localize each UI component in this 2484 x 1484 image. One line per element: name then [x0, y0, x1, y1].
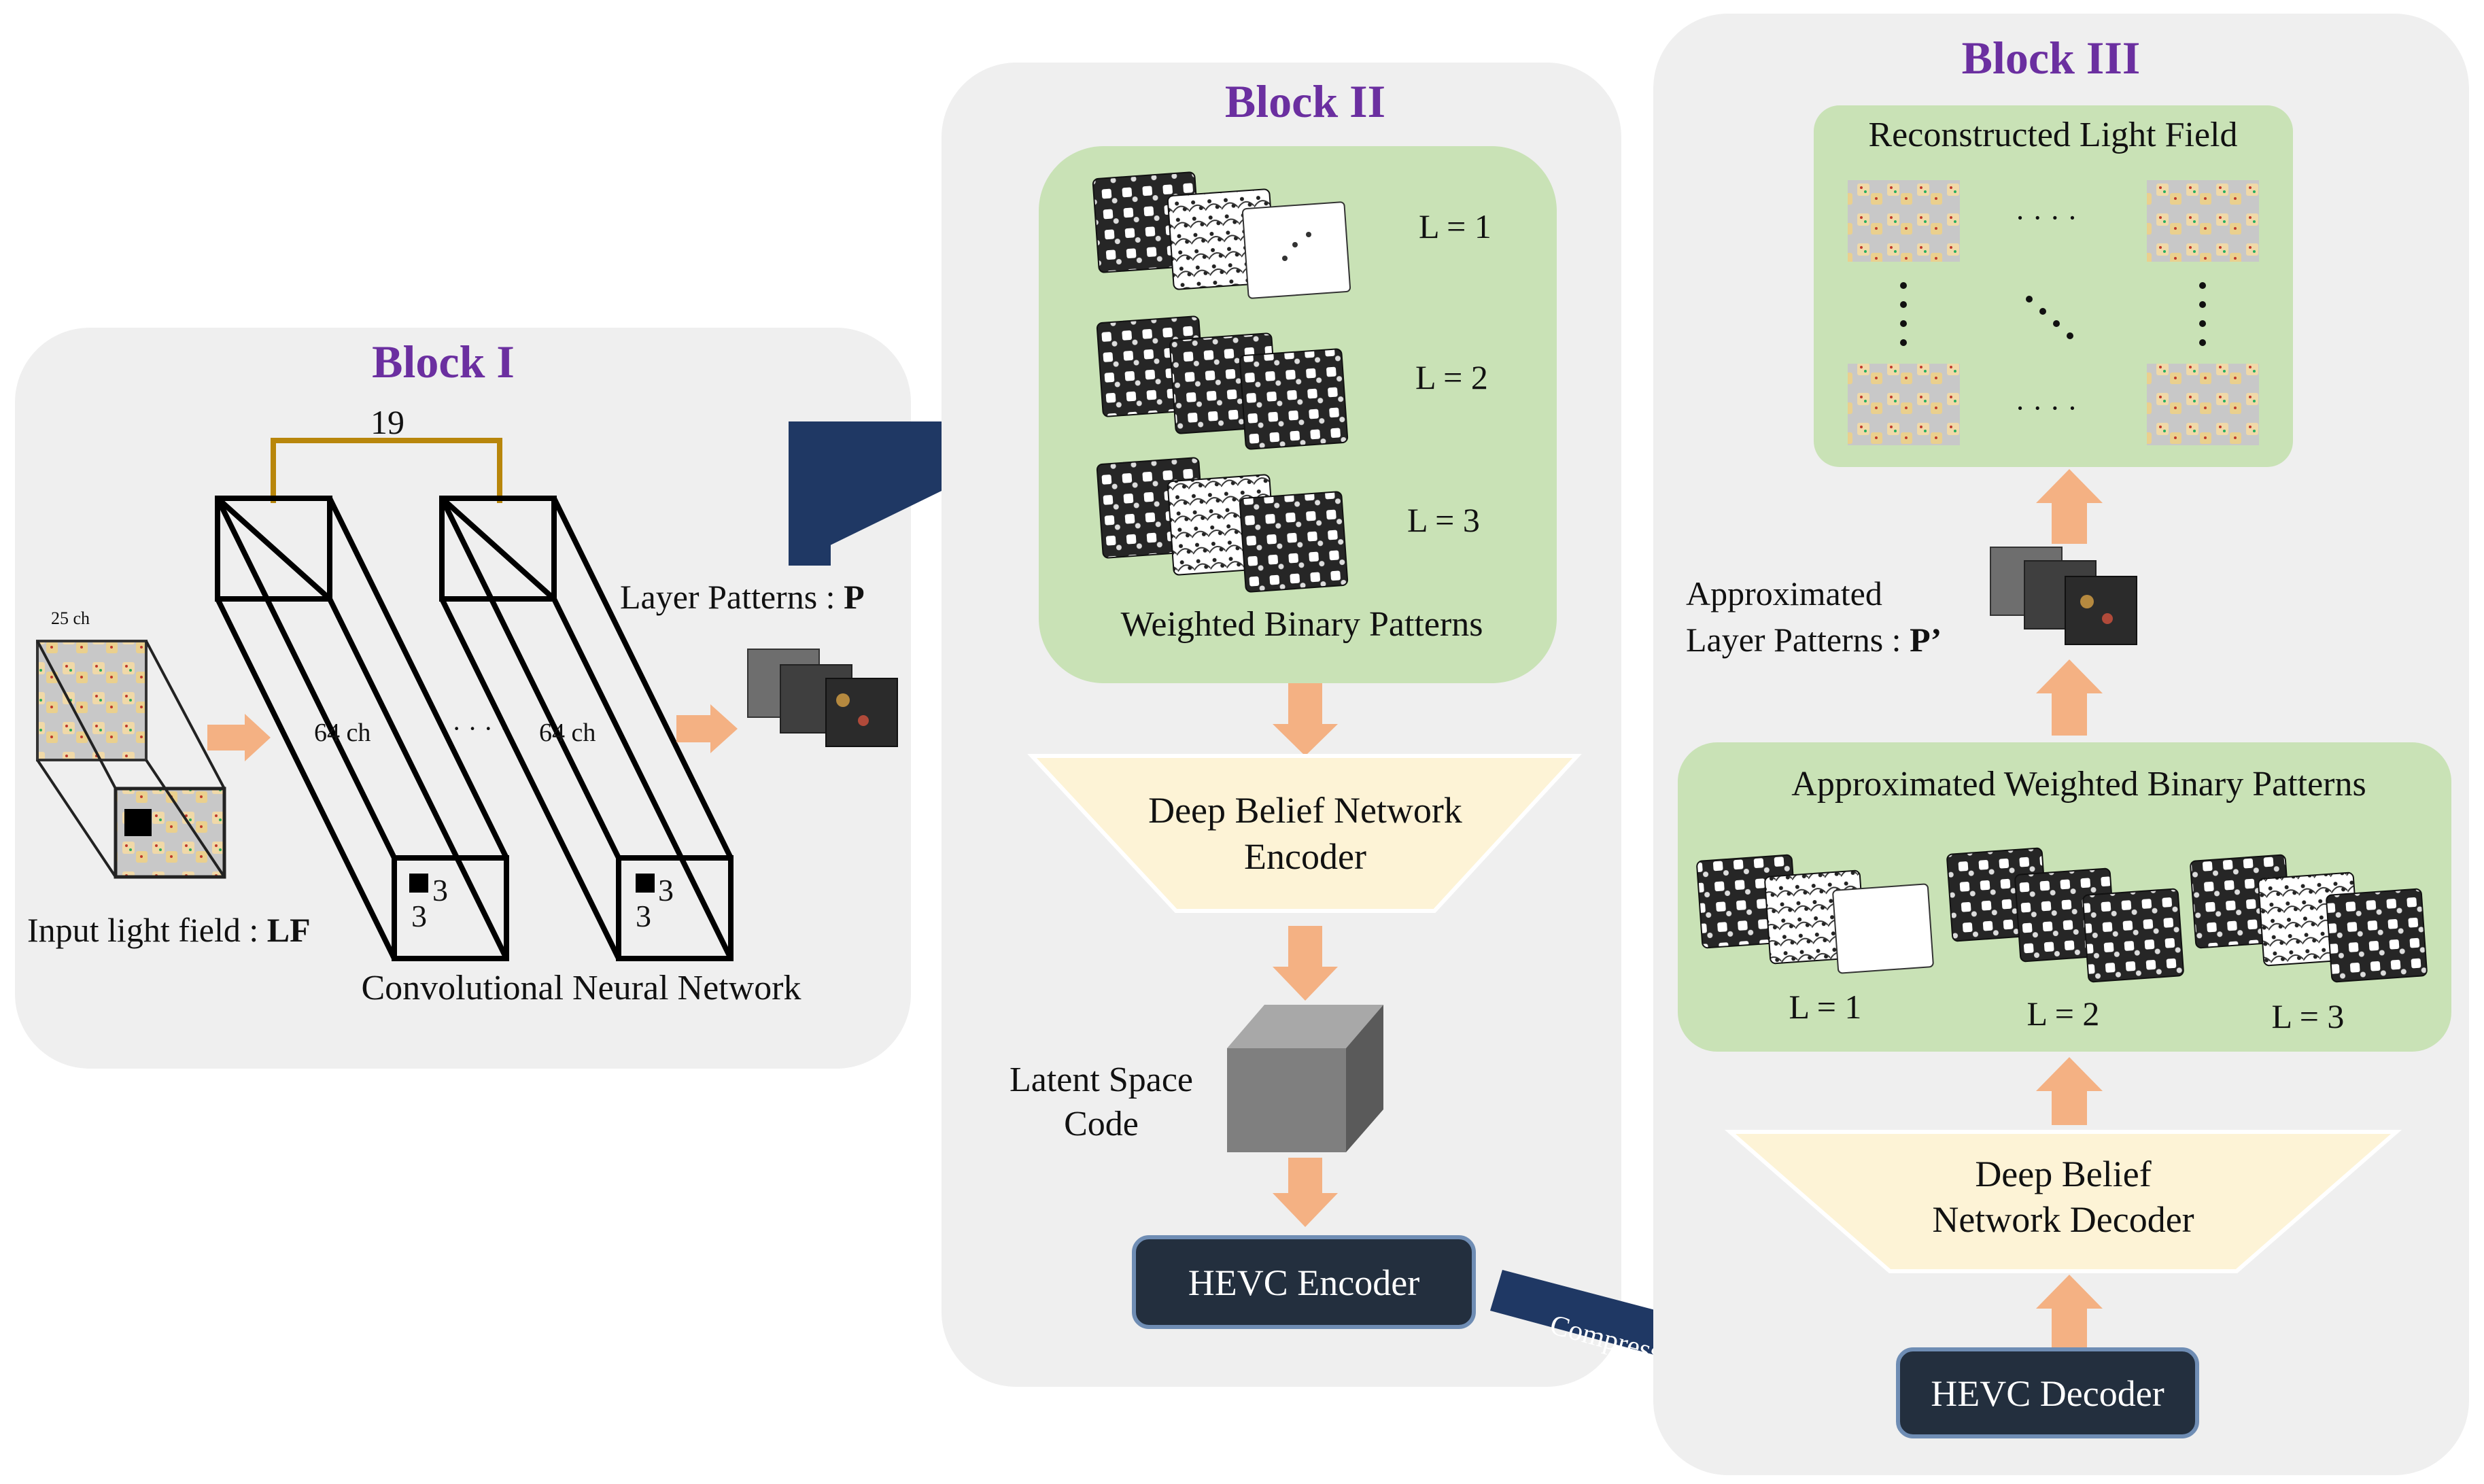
- horizontal-dots-bottom: · · · ·: [2015, 392, 2077, 425]
- diagonal-dots: [2026, 296, 2073, 339]
- layer-label-l2: L = 2: [1415, 358, 1488, 396]
- light-field-view: [1848, 364, 1960, 445]
- block-2: Block II L = 1 L = 2 L = 3 Weighted Bina…: [942, 63, 1621, 1387]
- hevc-decoder-label: HEVC Decoder: [1931, 1373, 2164, 1414]
- approx-layer-patterns-line-2: Layer Patterns : P’: [1686, 621, 1942, 659]
- pattern-stack-l3: [1096, 457, 1349, 593]
- dbn-encoder-line-1: Deep Belief Network: [1148, 790, 1462, 831]
- block-2-title: Block II: [1225, 75, 1385, 127]
- light-field-view: [1848, 180, 1960, 262]
- light-field-view: [2147, 364, 2259, 445]
- input-light-field-caption: Input light field : LF: [27, 911, 311, 949]
- dbn-encoder-line-2: Encoder: [1244, 836, 1366, 877]
- cnn-layer-1: [215, 496, 509, 961]
- kernel-square: [409, 874, 428, 893]
- arrow-to-block-2: [789, 407, 1008, 566]
- layer-count-label: 19: [370, 403, 404, 441]
- reconstructed-light-field-caption: Reconstructed Light Field: [1868, 116, 2237, 154]
- input-channels-label: 25 ch: [51, 608, 90, 628]
- block-1: Block I 25 ch Input light field : LF 19: [15, 328, 911, 1069]
- approx-layer-patterns-thumbnail: [1990, 547, 2137, 645]
- kernel-width-1: 3: [432, 873, 448, 908]
- hevc-encoder-box: [1132, 1235, 1476, 1329]
- arrow-to-block-2-body: [789, 421, 965, 566]
- approx-layer-label-l2: L = 2: [2027, 995, 2100, 1033]
- dbn-decoder-line-1: Deep Belief: [1975, 1154, 2151, 1194]
- layer-2-channels: 64 ch: [539, 719, 596, 747]
- latent-space-line-2: Code: [1064, 1105, 1139, 1143]
- latent-space-cube: [1227, 1005, 1383, 1152]
- arrow-hevc-to-decoder: [2036, 1275, 2103, 1347]
- kernel-height-1: 3: [411, 899, 427, 933]
- arrow-decoder-to-patterns: [2036, 1057, 2103, 1125]
- layer-label-l3: L = 3: [1407, 501, 1480, 539]
- layer-label-l1: L = 1: [1419, 207, 1491, 245]
- cnn-layer-2: [439, 496, 734, 961]
- block-3: Block III Reconstructed Light Field · · …: [1653, 14, 2469, 1475]
- block-1-panel: [15, 328, 911, 1069]
- pattern-stack-l1: [1092, 171, 1351, 299]
- layer-1-channels: 64 ch: [314, 719, 370, 747]
- arrow-patterns-to-encoder: [1273, 683, 1338, 756]
- approx-weighted-patterns-caption: Approximated Weighted Binary Patterns: [1791, 765, 2366, 804]
- dbn-decoder: [1724, 1130, 2402, 1273]
- light-field-view: [2147, 180, 2259, 262]
- vertical-dots-right: [2199, 282, 2206, 346]
- hevc-decoder-box: [1896, 1347, 2199, 1438]
- kernel-width-2: 3: [658, 873, 674, 908]
- arrow-encoder-to-latent: [1273, 926, 1338, 1001]
- arrow-input-to-cnn: [207, 714, 271, 761]
- vertical-dots-left: [1900, 282, 1907, 346]
- dbn-decoder-line-2: Network Decoder: [1932, 1199, 2194, 1240]
- horizontal-dots-top: · · · ·: [2015, 201, 2077, 235]
- dbn-encoder: [1027, 754, 1582, 913]
- pattern-stack-l2: [1096, 315, 1349, 450]
- input-light-field-stack: [36, 640, 226, 879]
- weighted-binary-patterns-caption: Weighted Binary Patterns: [1120, 605, 1483, 644]
- hevc-encoder-label: HEVC Encoder: [1188, 1262, 1419, 1303]
- layer-patterns-thumbnail: [747, 649, 898, 747]
- kernel-square: [636, 874, 655, 893]
- block-3-title: Block III: [1962, 32, 2141, 84]
- layer-count-bracket: [271, 438, 502, 503]
- latent-space-line-1: Latent Space: [1010, 1060, 1193, 1099]
- kernel-square: [124, 809, 152, 836]
- approx-pattern-stack-l3: [2190, 854, 2428, 983]
- approx-pattern-stack-l2: [1946, 847, 2184, 983]
- arrow-latent-to-hevc: [1273, 1158, 1338, 1227]
- arrow-patterns-to-reconstruction: [2036, 469, 2103, 544]
- cnn-caption: Convolutional Neural Network: [362, 969, 801, 1007]
- approx-layer-patterns-line-1: Approximated: [1686, 574, 1882, 612]
- block-1-title: Block I: [372, 336, 515, 387]
- approx-layer-label-l3: L = 3: [2272, 997, 2345, 1035]
- kernel-height-2: 3: [636, 899, 651, 933]
- arrow-approx-to-patterns: [2036, 659, 2103, 736]
- layer-patterns-caption: Layer Patterns : P: [620, 578, 865, 616]
- arrow-cnn-to-patterns: [676, 704, 738, 753]
- approx-pattern-stack-l1: [1696, 854, 1934, 974]
- approx-layer-label-l1: L = 1: [1789, 988, 1862, 1026]
